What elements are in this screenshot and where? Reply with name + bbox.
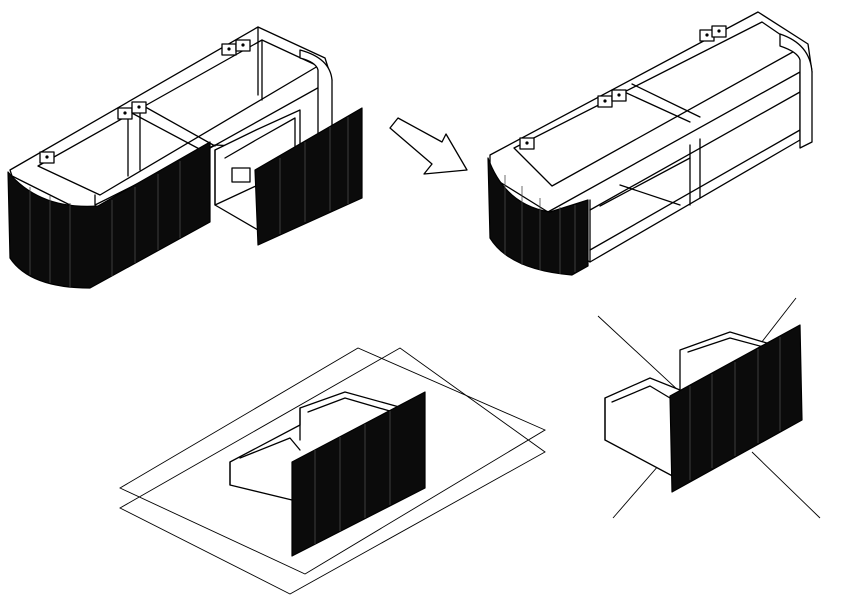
vanity-open-shelves bbox=[487, 11, 813, 276]
left-front-panel bbox=[7, 141, 211, 289]
bracket-icon bbox=[519, 25, 727, 150]
drawer-front-panel bbox=[254, 107, 363, 246]
drawer-front-mid bbox=[291, 391, 426, 557]
vanity-with-open-drawer bbox=[7, 26, 363, 289]
shelf-right-end bbox=[779, 33, 813, 149]
drawer-between-planes bbox=[119, 347, 546, 595]
drawer-handle-slot bbox=[231, 167, 251, 183]
drawer-with-guides bbox=[597, 297, 821, 519]
guide-line bbox=[751, 451, 821, 519]
upper-plane bbox=[119, 347, 546, 575]
shelf-front-panel bbox=[487, 157, 589, 276]
outline-arrow-icon bbox=[389, 117, 468, 175]
lower-plane bbox=[119, 347, 546, 595]
bracket-icon bbox=[39, 39, 251, 164]
guide-line bbox=[597, 315, 681, 393]
drawer-front-side bbox=[669, 324, 803, 493]
